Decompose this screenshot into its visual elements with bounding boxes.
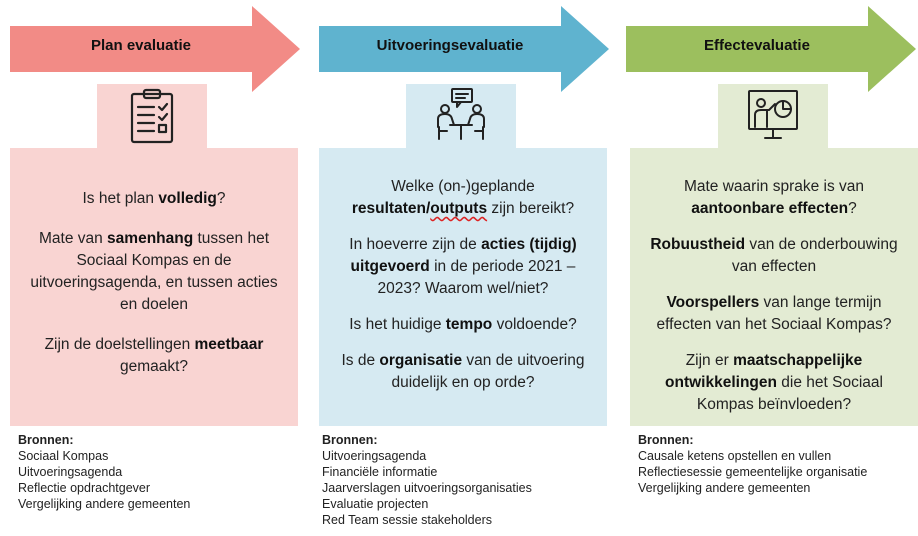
question-text: Is het plan xyxy=(82,190,159,207)
arrow-plan: Plan evaluatie xyxy=(10,6,302,92)
source-item: Uitvoeringsagenda xyxy=(322,449,427,463)
source-item: Vergelijking andere gemeenten xyxy=(638,481,811,495)
source-item: Red Team sessie stakeholders xyxy=(322,513,492,527)
sources-title: Bronnen: xyxy=(322,433,378,447)
arrow-uitvoering: Uitvoeringsevaluatie xyxy=(319,6,611,92)
question-text: van de onderbouwing van effecten xyxy=(731,236,898,275)
clipboard-checklist-icon xyxy=(130,88,174,144)
icon-box xyxy=(97,84,207,148)
arrow-title: Effectevaluatie xyxy=(704,37,810,54)
sources-title: Bronnen: xyxy=(18,433,74,447)
question-text: ? xyxy=(848,200,857,217)
question: Is de organisatie van de uitvoering duid… xyxy=(329,350,597,394)
meeting-chat-icon xyxy=(437,88,485,140)
source-item: Evaluatie projecten xyxy=(322,497,429,511)
questions-box: Is het plan volledig? Mate van samenhang… xyxy=(10,148,298,426)
question-text: die het Sociaal Kompas beïnvloeden? xyxy=(696,374,883,413)
question-text: ? xyxy=(216,190,226,207)
question-emphasis: resultaten/ xyxy=(351,200,431,217)
source-item: Jaarverslagen uitvoeringsorganisaties xyxy=(322,481,532,495)
arrow-shape xyxy=(10,6,300,92)
source-item: Financiële informatie xyxy=(322,465,438,479)
sources: Bronnen: Uitvoeringsagenda Financiële in… xyxy=(322,432,532,528)
arrow-effect: Effectevaluatie xyxy=(626,6,918,92)
question-text: Mate van xyxy=(38,230,108,247)
question-emphasis: outputs xyxy=(430,200,488,217)
question-text: van de uitvoering duidelijk en op orde? xyxy=(391,352,585,391)
question: Welke (on-)geplande resultaten/outputs z… xyxy=(329,176,597,220)
source-item: Vergelijking andere gemeenten xyxy=(18,497,191,511)
sources: Bronnen: Sociaal Kompas Uitvoeringsagend… xyxy=(18,432,190,512)
question-text: gemaakt? xyxy=(119,358,189,375)
source-item: Causale ketens opstellen en vullen xyxy=(638,449,832,463)
icon-box xyxy=(406,84,516,148)
question-text: Is de xyxy=(341,352,380,369)
question-emphasis: Voorspellers xyxy=(666,294,760,311)
arrow-title: Uitvoeringsevaluatie xyxy=(376,37,524,54)
question: Is het huidige tempo voldoende? xyxy=(329,314,597,336)
question-emphasis: acties (tijdig) uitgevoerd xyxy=(350,236,577,275)
question: Voorspellers van lange termijn effecten … xyxy=(640,292,908,336)
question-emphasis: maatschappelijke ontwikkelingen xyxy=(665,352,863,391)
question-emphasis: volledig xyxy=(158,190,217,207)
presentation-chart-icon xyxy=(748,90,798,139)
questions-box: Mate waarin sprake is van aantoonbare ef… xyxy=(630,148,918,426)
question-text: Zijn de doelstellingen xyxy=(44,336,195,353)
question-emphasis: tempo xyxy=(445,316,493,333)
sources-title: Bronnen: xyxy=(638,433,694,447)
question: Zijn er maatschappelijke ontwikkelingen … xyxy=(640,350,908,416)
question: Mate van samenhang tussen het Sociaal Ko… xyxy=(20,228,288,316)
question-text: In hoeverre zijn de xyxy=(349,236,482,253)
question-text: Zijn er xyxy=(685,352,734,369)
arrow-shape xyxy=(626,6,916,92)
question-emphasis: aantoonbare effecten xyxy=(691,200,849,217)
question-text: in de periode 2021 – 2023? Waarom wel/ni… xyxy=(377,258,576,297)
sources: Bronnen: Causale ketens opstellen en vul… xyxy=(638,432,867,496)
source-item: Uitvoeringsagenda xyxy=(18,465,123,479)
question: In hoeverre zijn de acties (tijdig) uitg… xyxy=(329,234,597,300)
question-text: tussen het Sociaal Kompas en de uitvoeri… xyxy=(30,230,278,313)
question-emphasis: Robuustheid xyxy=(650,236,746,253)
question-emphasis: samenhang xyxy=(107,230,194,247)
source-item: Sociaal Kompas xyxy=(18,449,109,463)
question-text: voldoende? xyxy=(492,316,577,333)
question-text: van lange termijn effecten van het Socia… xyxy=(656,294,892,333)
question: Is het plan volledig? xyxy=(20,188,288,210)
questions-box: Welke (on-)geplande resultaten/outputs z… xyxy=(319,148,607,426)
question-text: zijn bereikt? xyxy=(487,200,575,217)
arrow-shape xyxy=(319,6,609,92)
question: Zijn de doelstellingen meetbaar gemaakt? xyxy=(20,334,288,378)
question-text: Is het huidige xyxy=(349,316,446,333)
question: Mate waarin sprake is van aantoonbare ef… xyxy=(640,176,908,220)
question-text: Mate waarin sprake is van xyxy=(683,178,865,195)
source-item: Reflectie opdrachtgever xyxy=(18,481,151,495)
icon-box xyxy=(718,84,828,148)
question-emphasis: organisatie xyxy=(379,352,463,369)
source-item: Reflectiesessie gemeentelijke organisati… xyxy=(638,465,868,479)
question: Robuustheid van de onderbouwing van effe… xyxy=(640,234,908,278)
question-text: Welke (on-)geplande xyxy=(391,178,535,195)
arrow-title: Plan evaluatie xyxy=(90,37,192,54)
question-emphasis: meetbaar xyxy=(194,336,264,353)
